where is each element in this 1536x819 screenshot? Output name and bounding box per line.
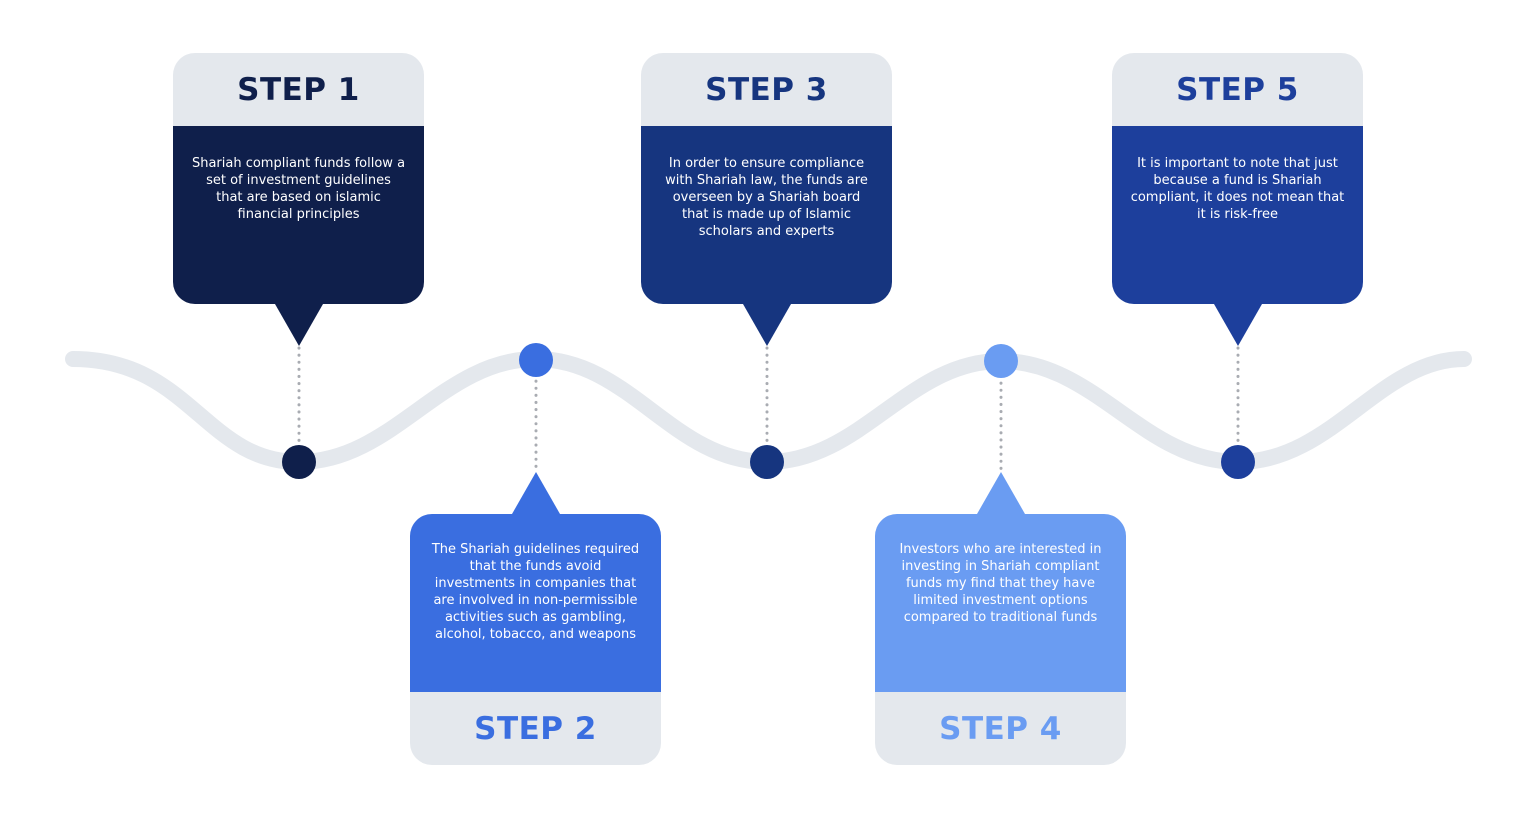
step-2-title: STEP 2 bbox=[474, 710, 597, 747]
step-2-header: STEP 2 bbox=[410, 692, 661, 765]
step-3-node bbox=[750, 445, 784, 479]
step-3-header: STEP 3 bbox=[641, 53, 892, 126]
step-4-node bbox=[984, 344, 1018, 378]
step-4-description: Investors who are interested in investin… bbox=[875, 514, 1126, 692]
step-3-card: STEP 3 In order to ensure compliance wit… bbox=[641, 53, 892, 304]
step-5-description: It is important to note that just becaus… bbox=[1112, 126, 1363, 304]
step-5-header: STEP 5 bbox=[1112, 53, 1363, 126]
step-1-title: STEP 1 bbox=[237, 71, 360, 108]
step-1-card: STEP 1 Shariah compliant funds follow a … bbox=[173, 53, 424, 304]
step-5-pointer bbox=[1214, 304, 1262, 346]
step-2-pointer bbox=[512, 472, 560, 514]
step-5-title: STEP 5 bbox=[1176, 71, 1299, 108]
step-3-description: In order to ensure compliance with Shari… bbox=[641, 126, 892, 304]
step-1-node bbox=[282, 445, 316, 479]
step-4-pointer bbox=[977, 472, 1025, 514]
step-2-description: The Shariah guidelines required that the… bbox=[410, 514, 661, 692]
step-3-title: STEP 3 bbox=[705, 71, 828, 108]
step-5-node bbox=[1221, 445, 1255, 479]
step-1-pointer bbox=[275, 304, 323, 346]
step-4-title: STEP 4 bbox=[939, 710, 1062, 747]
step-5-card: STEP 5 It is important to note that just… bbox=[1112, 53, 1363, 304]
step-4-card: STEP 4 Investors who are interested in i… bbox=[875, 514, 1126, 765]
step-1-description: Shariah compliant funds follow a set of … bbox=[173, 126, 424, 304]
step-2-node bbox=[519, 343, 553, 377]
step-2-card: STEP 2 The Shariah guidelines required t… bbox=[410, 514, 661, 765]
step-1-header: STEP 1 bbox=[173, 53, 424, 126]
step-4-header: STEP 4 bbox=[875, 692, 1126, 765]
step-3-pointer bbox=[743, 304, 791, 346]
